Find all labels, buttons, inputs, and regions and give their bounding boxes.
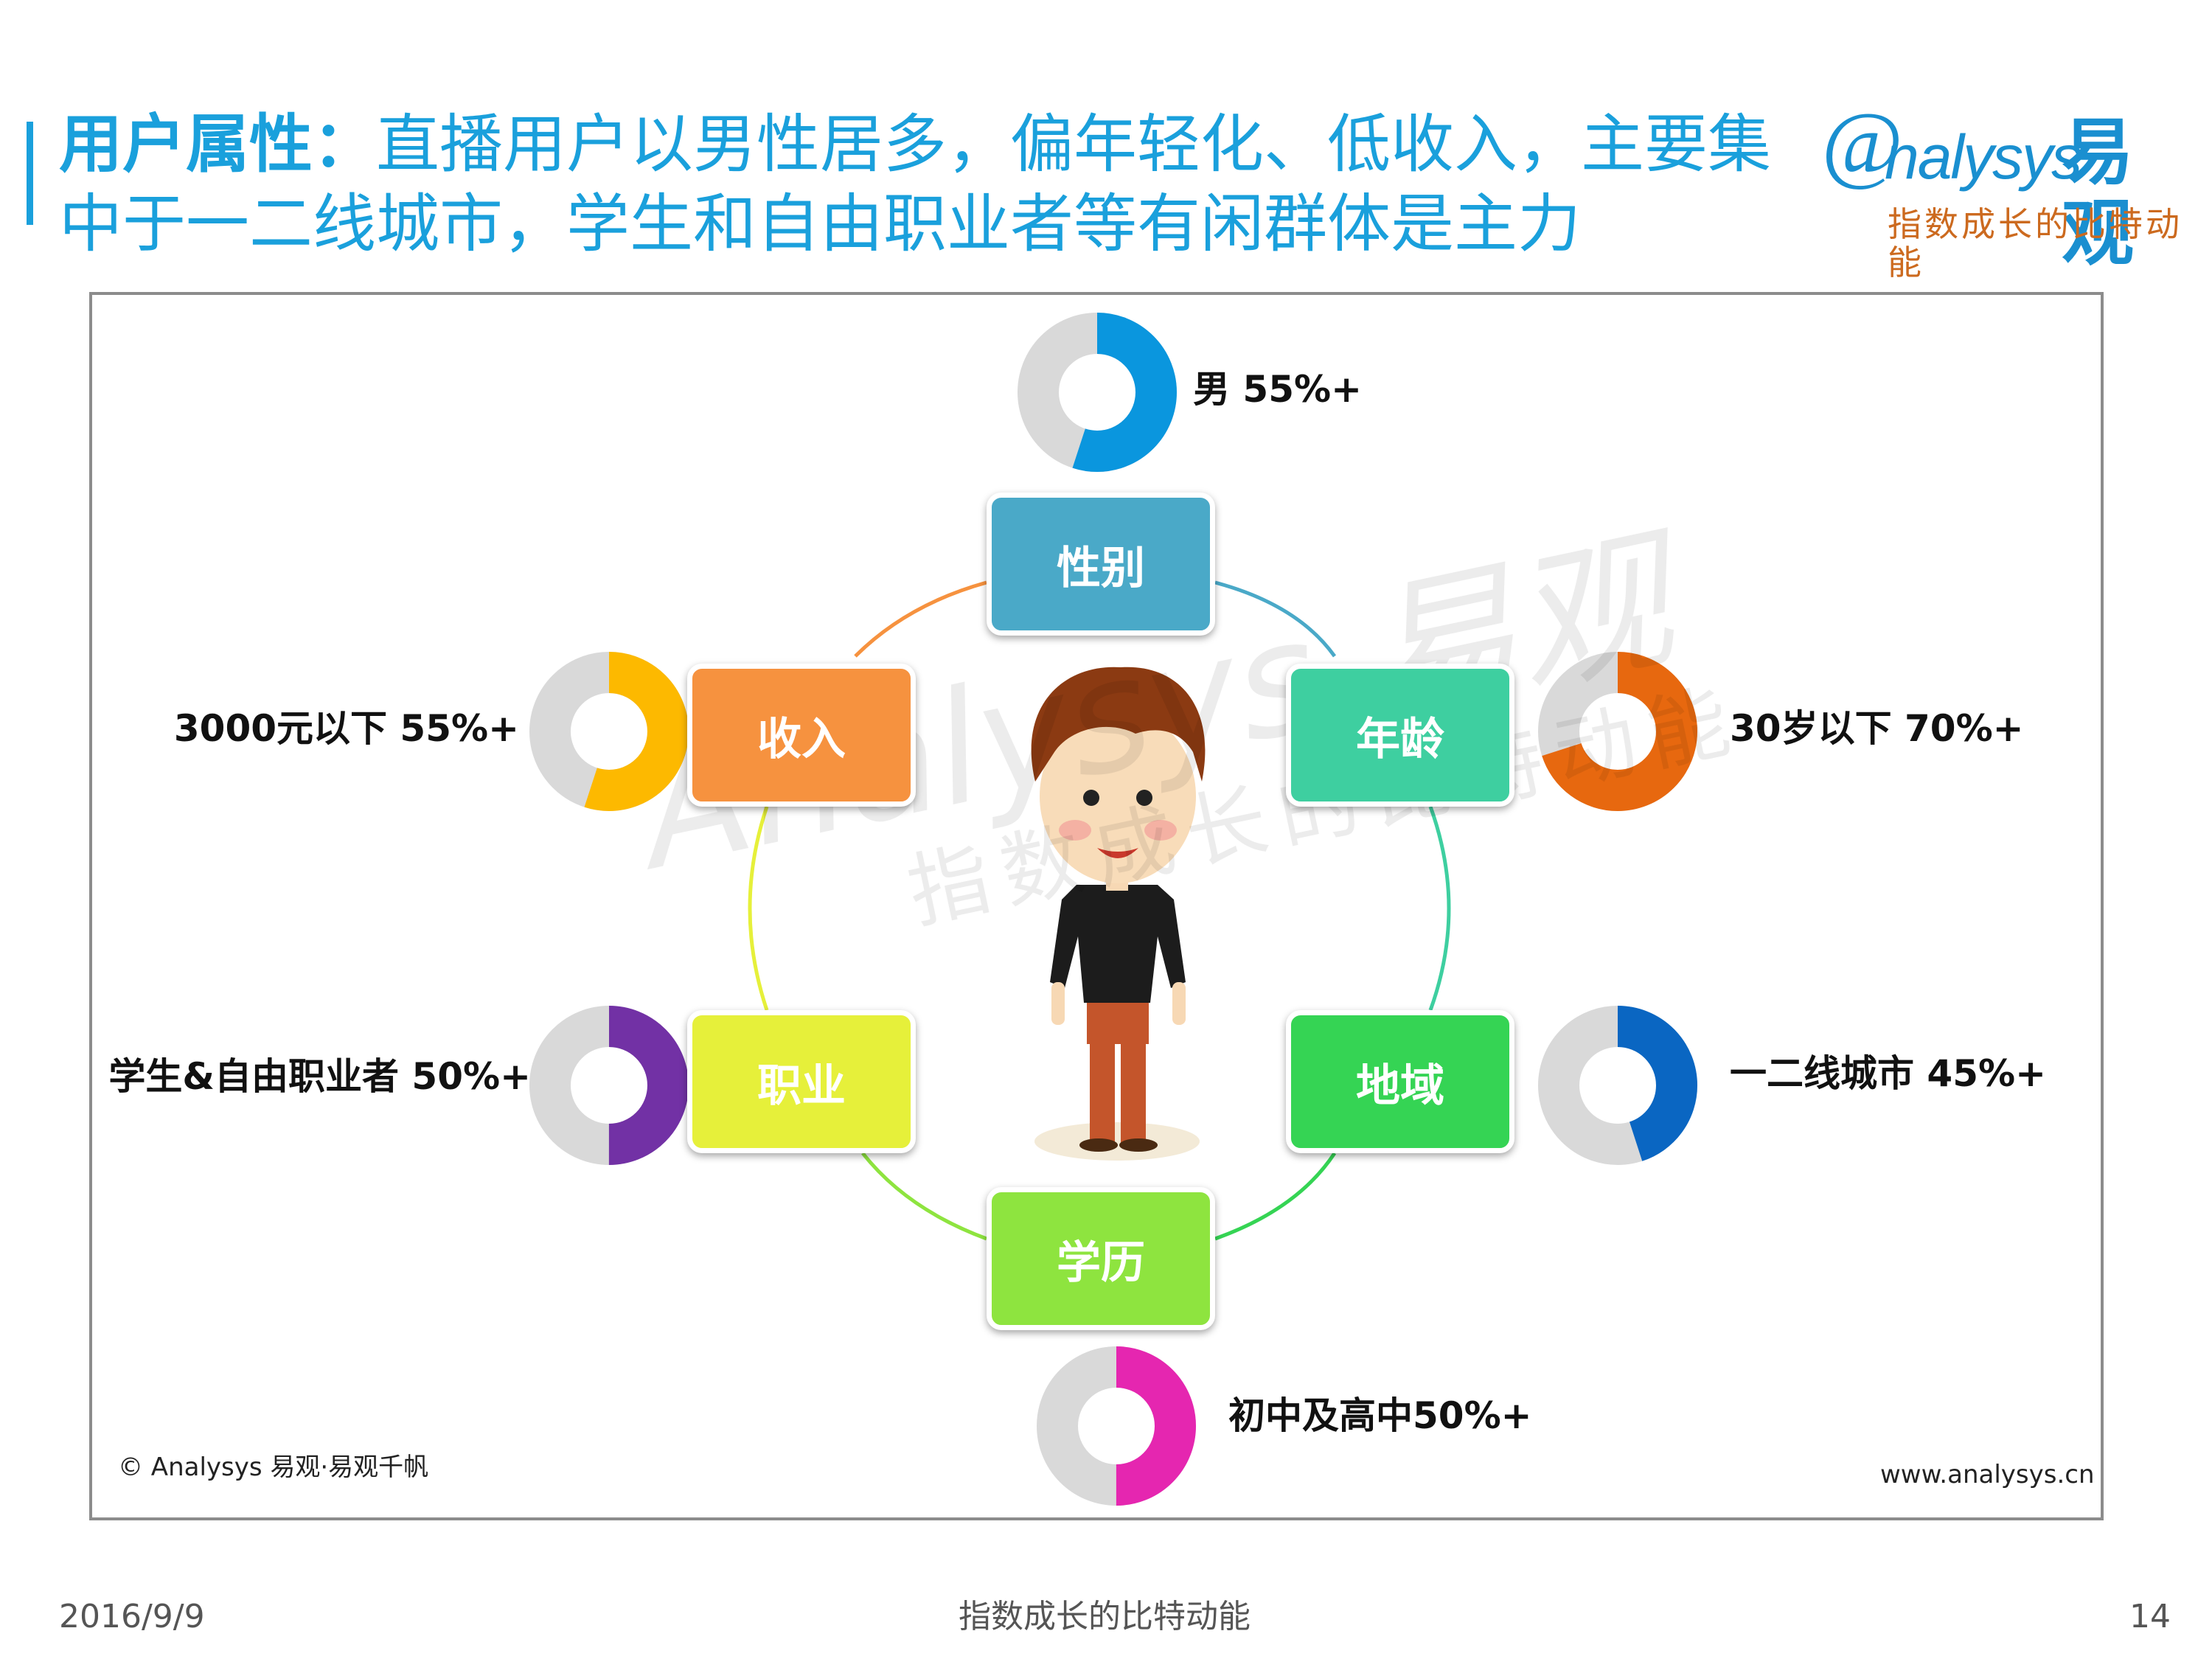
dimension-label-gender: 性别 (1057, 542, 1145, 594)
person-illustration (1031, 667, 1206, 1161)
footer-slogan: 指数成长的比特动能 (959, 1598, 1251, 1635)
value-label-age: 30岁以下 70%+ (1730, 707, 2024, 750)
analysys-logo: @ nalysys 易观 指数成长的比特动能 (1821, 94, 2197, 282)
logo-mark: @ (1821, 94, 1903, 192)
donut-charts (529, 313, 1697, 1506)
connector-ring (748, 580, 1451, 1241)
dimension-box-region: 地域 (1286, 1010, 1514, 1153)
ring-arc-education (861, 1152, 987, 1241)
donut-value-arc-age (1538, 652, 1697, 811)
ring-arc-gender (1214, 580, 1337, 658)
donut-income (529, 652, 689, 811)
ring-arc-age (1428, 806, 1451, 1011)
page-number: 14 (2129, 1598, 2171, 1635)
dimension-box-gender: 性别 (987, 493, 1215, 636)
donut-occupation (529, 1006, 689, 1165)
dimension-label-occupation: 职业 (757, 1060, 846, 1112)
title-heading: 用户属性： (59, 108, 376, 181)
ring-arc-occupation (748, 806, 769, 1011)
dimension-box-age: 年龄 (1286, 664, 1514, 807)
dimension-box-income: 收入 (687, 664, 916, 807)
title-accent-bar (27, 122, 33, 225)
donut-value-arc-income (529, 652, 689, 811)
value-label-occupation: 学生&自由职业者 50%+ (108, 1055, 531, 1098)
donut-gender (1018, 313, 1177, 472)
value-label-income: 3000元以下 55%+ (173, 707, 519, 750)
value-label-gender: 男 55%+ (1193, 368, 1362, 411)
ring-arc-region (1214, 1152, 1337, 1241)
ring-arc-income (854, 580, 987, 658)
value-label-education: 初中及高中50%+ (1228, 1394, 1532, 1437)
donut-value-arc-education (1037, 1346, 1196, 1506)
dimension-label-income: 收入 (757, 713, 846, 765)
dimension-label-region: 地域 (1356, 1060, 1444, 1112)
donut-education (1037, 1346, 1196, 1506)
dimension-box-education: 学历 (987, 1187, 1215, 1330)
website-link[interactable]: www.analysys.cn (1880, 1460, 2095, 1489)
logo-chinese-name: 易观 (2062, 111, 2135, 276)
donut-value-arc-region (1538, 1006, 1697, 1165)
donut-age (1538, 652, 1697, 811)
dimension-box-occupation: 职业 (687, 1010, 916, 1153)
donut-value-arc-gender (1018, 313, 1177, 472)
dimension-label-education: 学历 (1057, 1237, 1145, 1289)
page-title-line-1: 用户属性：直播用户以男性居多，偏年轻化、低收入，主要集 (59, 108, 1771, 181)
donut-value-arc-occupation (529, 1006, 689, 1165)
footer-date: 2016/9/9 (59, 1598, 205, 1635)
page-title-line-2: 中于一二线城市，学生和自由职业者等有闲群体是主力 (59, 187, 1581, 261)
title-line-1-text: 直播用户以男性居多，偏年轻化、低收入，主要集 (376, 108, 1771, 181)
donut-region (1538, 1006, 1697, 1165)
logo-slogan: 指数成长的比特动能 (1888, 204, 2183, 282)
dimension-label-age: 年龄 (1356, 713, 1444, 765)
logo-wordmark: nalysys (1885, 122, 2082, 192)
value-label-region: 一二线城市 45%+ (1730, 1052, 2046, 1095)
copyright-note: © Analysys 易观·易观千帆 (118, 1453, 429, 1482)
